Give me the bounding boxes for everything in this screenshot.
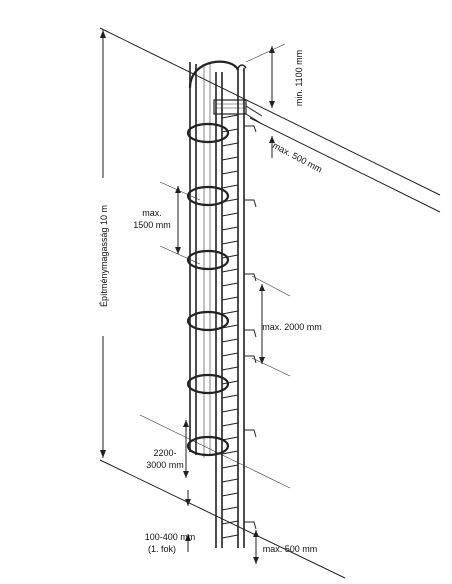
top-exit <box>213 99 263 125</box>
bottom-offset-label: max. 500 mm <box>263 544 318 554</box>
ladder-rung <box>221 184 239 189</box>
height-label: Építménymagasság 10 m <box>99 205 109 307</box>
cage-start-label-1: 2200- <box>153 448 176 458</box>
cage-start-dimension <box>183 420 189 478</box>
bottom-offset-dimension <box>253 530 259 564</box>
ladder-rung <box>221 352 239 357</box>
ladder-rung <box>221 296 239 301</box>
top-offset-dimension <box>269 136 275 158</box>
ladder-rung <box>221 212 239 217</box>
ladder-rung <box>221 394 239 399</box>
ladder-rung <box>221 282 239 287</box>
bracket-spacing-dimension <box>251 275 291 377</box>
ladder-rung <box>221 324 239 329</box>
first-rung-label-2: (1. fok) <box>148 544 176 554</box>
bracket-spacing-label: max. 2000 mm <box>262 322 322 332</box>
top-extension-dimension <box>245 43 286 108</box>
cage-bars <box>189 62 211 458</box>
ladder-rung <box>221 310 239 315</box>
ladder-rails <box>215 64 247 548</box>
ladder-rung <box>221 422 239 427</box>
wall-brackets <box>244 125 257 530</box>
ladder-rung <box>221 156 239 161</box>
cage-start-label-2: 3000 mm <box>146 460 184 470</box>
ladder-rung <box>221 380 239 385</box>
hoop-spacing-label-2: 1500 mm <box>133 220 171 230</box>
ladder-rung <box>221 268 239 273</box>
ladder-rung <box>221 254 239 259</box>
ladder-rung <box>221 408 239 413</box>
ladder-rung <box>221 240 239 245</box>
ladder-rung <box>221 170 239 175</box>
ladder-rung <box>221 142 239 147</box>
ladder-rung <box>221 226 239 231</box>
ladder-rungs <box>221 114 239 539</box>
wall-outline <box>99 27 441 579</box>
ladder-rung <box>221 464 239 469</box>
ladder-rung <box>221 338 239 343</box>
first-rung-label-1: 100-400 mm <box>145 532 196 542</box>
top-extension-label: min. 1100 mm <box>294 50 304 106</box>
ladder-rung <box>221 534 239 539</box>
ladder-rung <box>221 492 239 497</box>
hoop-spacing-label-1: max. <box>142 208 162 218</box>
cage-hoops <box>186 60 240 457</box>
ladder-rung <box>221 128 239 133</box>
ladder-rung <box>221 114 239 119</box>
ladder-rung <box>221 506 239 511</box>
ladder-rung <box>221 366 239 371</box>
ladder-rung <box>221 436 239 441</box>
ladder-rung <box>221 450 239 455</box>
ladder-rung <box>221 520 239 525</box>
ladder-rung <box>221 478 239 483</box>
hoop-spacing-dimension <box>159 181 201 265</box>
top-offset-label: max. 500 mm <box>271 140 324 174</box>
first-rung-dimension <box>185 490 191 552</box>
